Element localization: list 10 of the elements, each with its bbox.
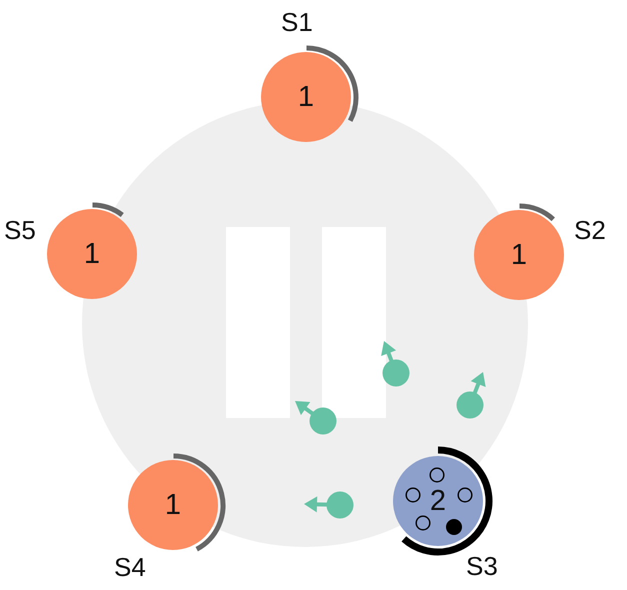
- server-label: S5: [4, 217, 36, 243]
- term-number: 1: [84, 240, 100, 268]
- server-label: S2: [574, 217, 606, 243]
- term-number: 2: [430, 486, 446, 516]
- server-label: S3: [466, 553, 498, 579]
- term-number: 1: [164, 490, 182, 520]
- term-number: 1: [510, 240, 528, 270]
- server-label: S1: [281, 9, 313, 35]
- server-label: S4: [114, 554, 146, 580]
- term-number: 1: [298, 82, 314, 112]
